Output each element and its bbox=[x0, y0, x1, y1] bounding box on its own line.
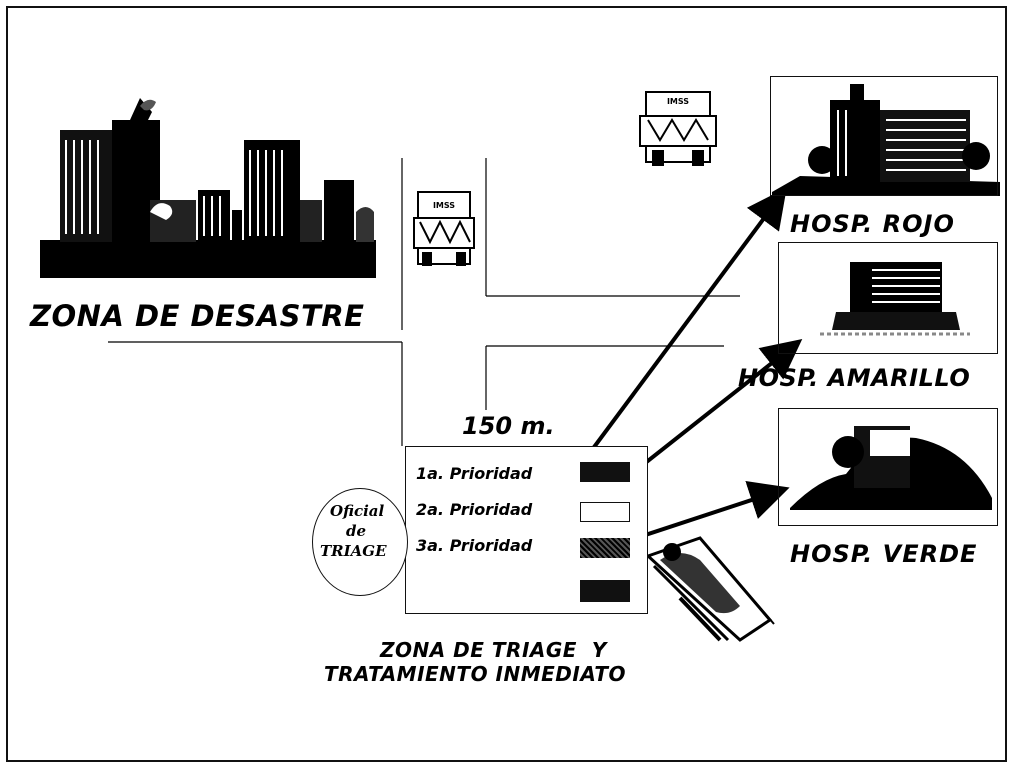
disaster-city-icon bbox=[40, 98, 376, 278]
priority-2-swatch bbox=[580, 502, 630, 522]
hospital-verde-label: HOSP. VERDE bbox=[790, 540, 978, 568]
ambulance-icon: IMSS bbox=[639, 91, 717, 166]
hospital-amarillo-icon bbox=[820, 262, 970, 336]
priority-4-swatch bbox=[580, 580, 630, 602]
triage-officer-circle bbox=[312, 488, 408, 596]
distance-label: 150 m. bbox=[462, 412, 555, 440]
priority-1-swatch bbox=[580, 462, 630, 482]
ambulance-icon: IMSS bbox=[413, 191, 475, 266]
priority-3-label: 3a. Prioridad bbox=[416, 536, 533, 555]
triage-zone-label-line-1: ZONA DE TRIAGE Y bbox=[380, 638, 607, 662]
triage-officer-label-3: TRIAGE bbox=[320, 542, 387, 560]
hospital-rojo-label: HOSP. ROJO bbox=[790, 210, 955, 238]
priority-1-label: 1a. Prioridad bbox=[416, 464, 533, 483]
hospital-rojo-icon bbox=[772, 84, 1000, 196]
hospital-amarillo-frame bbox=[778, 242, 998, 354]
hospital-amarillo-label: HOSP. AMARILLO bbox=[738, 364, 971, 392]
roads bbox=[108, 158, 740, 446]
stretcher-icon bbox=[645, 536, 775, 642]
hospital-rojo-frame bbox=[770, 76, 998, 196]
diagram-frame bbox=[6, 6, 1007, 762]
hospital-verde-frame bbox=[778, 408, 998, 526]
ambulance-marking: IMSS bbox=[667, 97, 689, 106]
arrow-to-hosp-rojo bbox=[578, 187, 787, 468]
triage-officer-label-2: de bbox=[346, 522, 367, 540]
priority-2-label: 2a. Prioridad bbox=[416, 500, 533, 519]
ambulance-marking: IMSS bbox=[433, 201, 455, 210]
priority-3-swatch bbox=[580, 538, 630, 558]
triage-zone-label-line-2: TRATAMIENTO INMEDIATO bbox=[324, 662, 627, 686]
triage-officer-label-1: Oficial bbox=[330, 502, 385, 520]
arrow-to-hosp-verde bbox=[629, 481, 790, 542]
disaster-zone-label: ZONA DE DESASTRE bbox=[30, 299, 365, 333]
hospital-verde-icon bbox=[790, 426, 992, 510]
